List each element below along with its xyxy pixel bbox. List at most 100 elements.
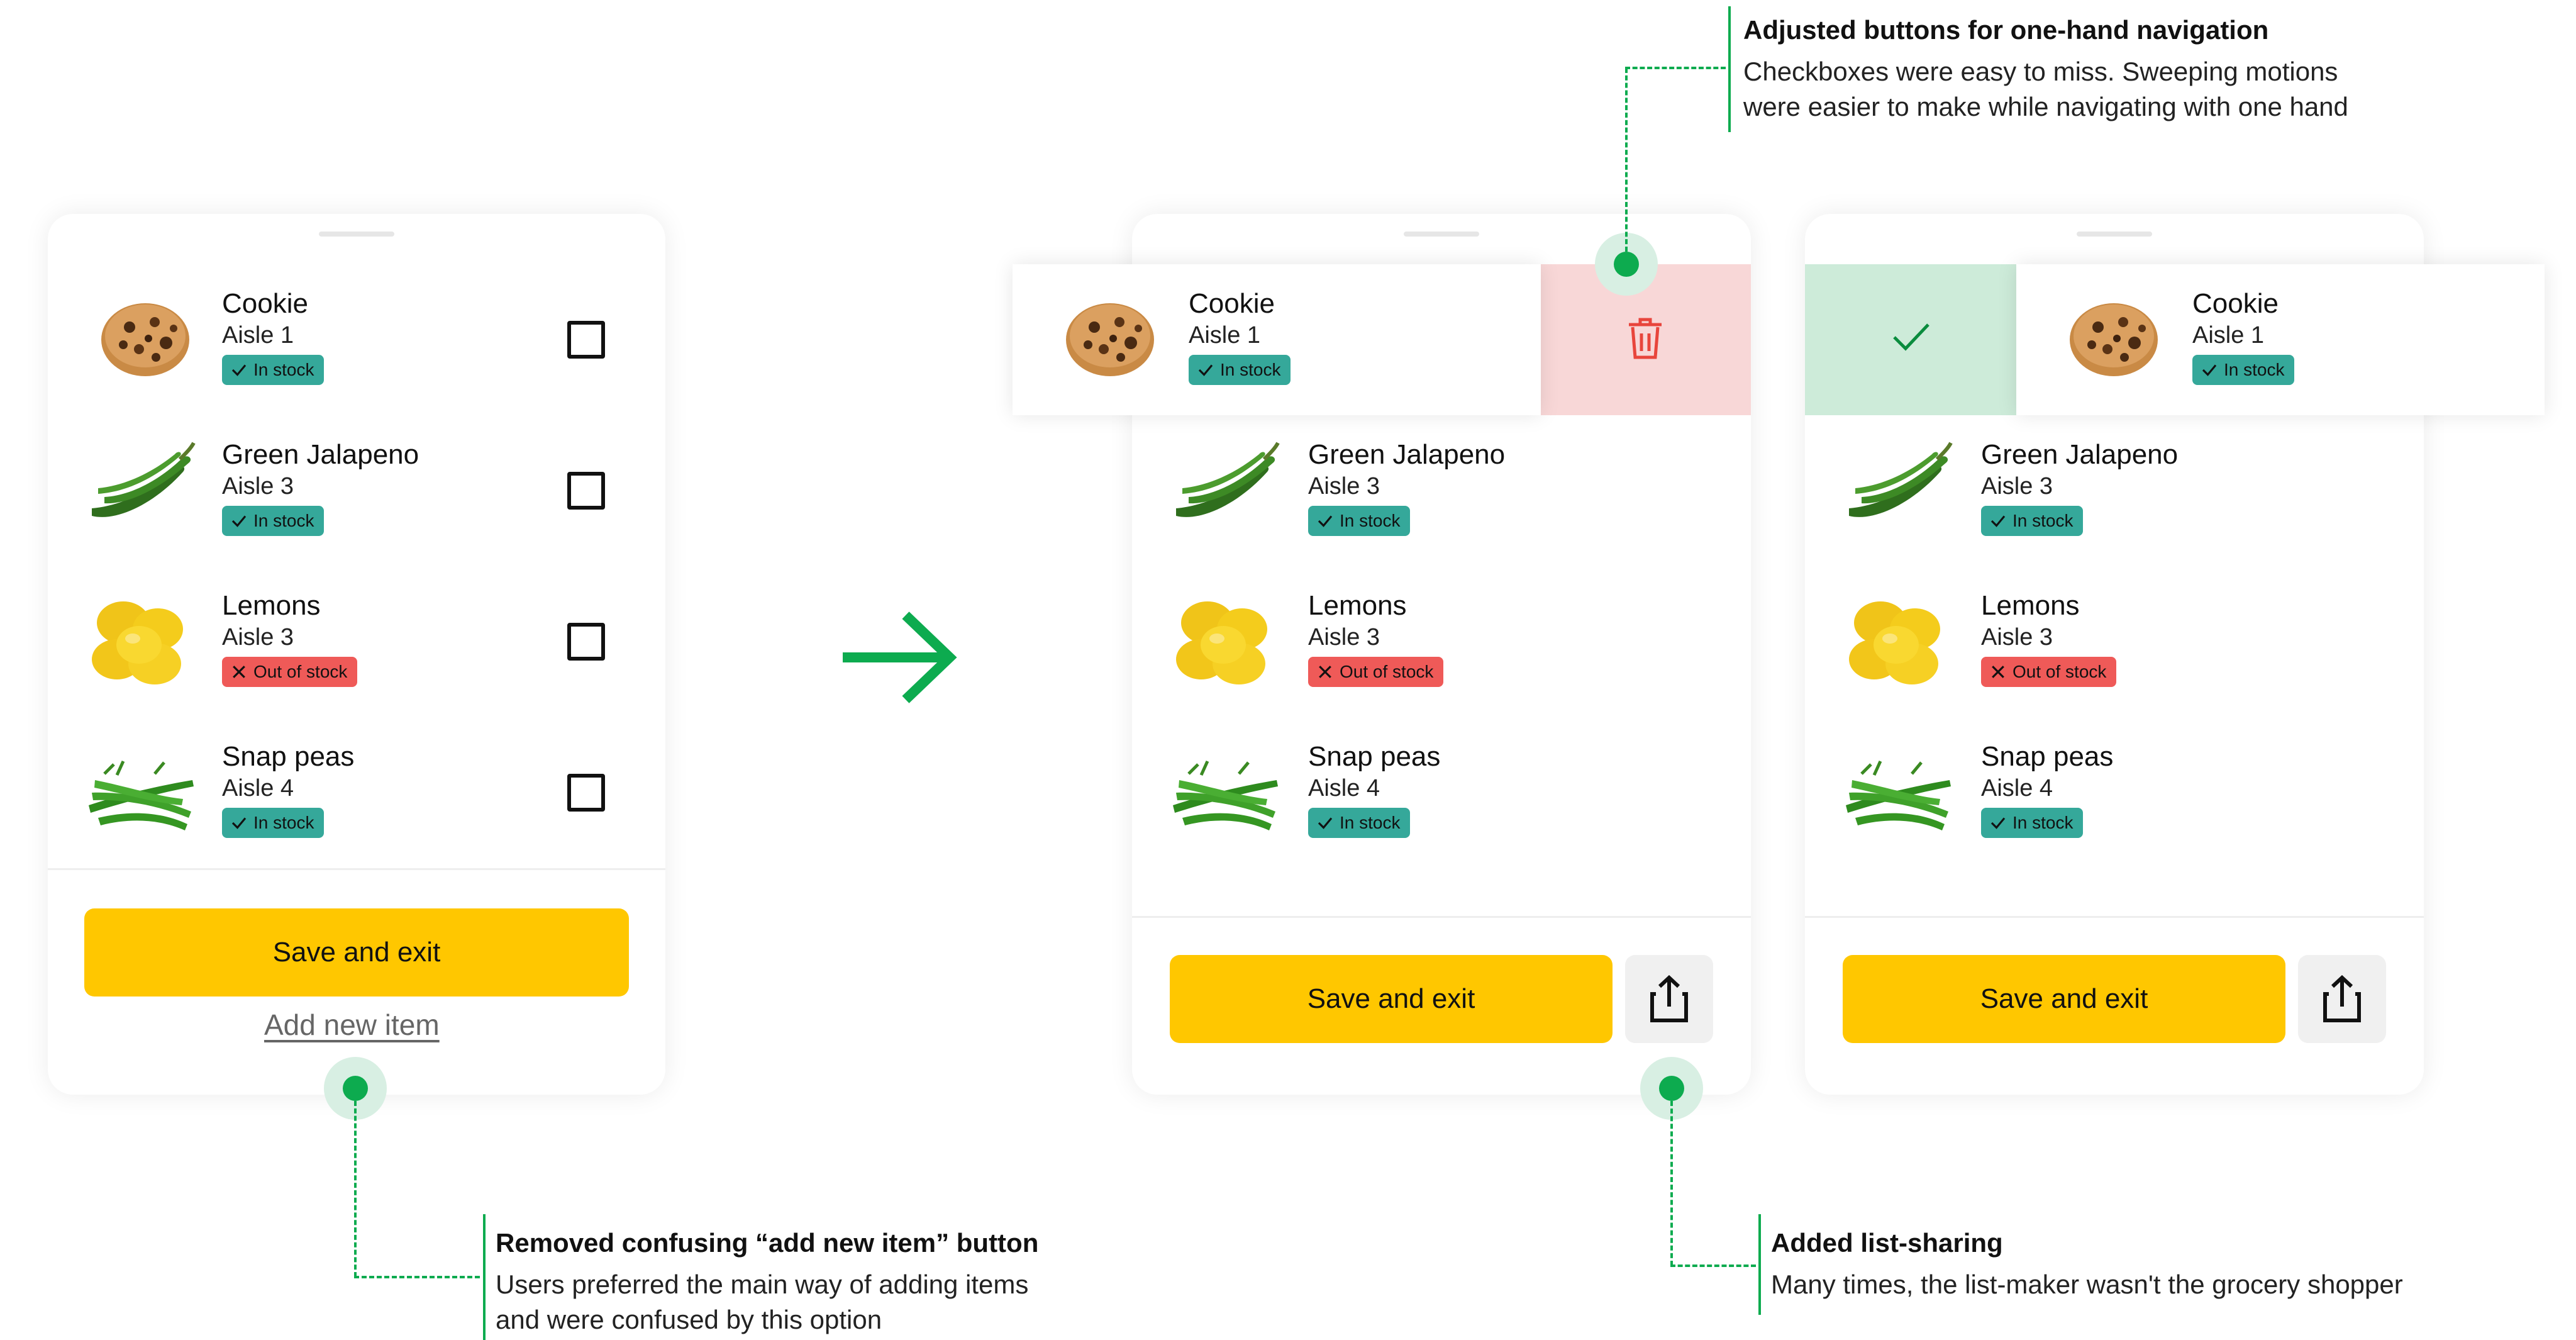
check-icon bbox=[1989, 813, 2007, 832]
status-text: In stock bbox=[253, 511, 314, 530]
status-badge: In stock bbox=[1308, 808, 1411, 838]
status-badge: Out of stock bbox=[222, 657, 358, 687]
item-aisle: Aisle 4 bbox=[1981, 775, 2053, 801]
list-item: Green Jalapeno Aisle 3 In stock bbox=[48, 415, 665, 566]
status-text: In stock bbox=[1340, 813, 1401, 832]
check-icon bbox=[230, 360, 248, 379]
complete-action[interactable] bbox=[1805, 264, 2016, 415]
list-item: Lemons Aisle 3 Out of stock bbox=[1805, 566, 2424, 717]
annotation-bar bbox=[483, 1214, 486, 1340]
item-name: Lemons bbox=[1308, 590, 1407, 621]
list-item: Snap peas Aisle 4 In stock bbox=[48, 717, 665, 868]
item-aisle: Aisle 3 bbox=[1308, 624, 1380, 650]
annotation-text: Checkboxes were easy to miss. Sweeping m… bbox=[1743, 57, 2338, 86]
status-text: In stock bbox=[2012, 511, 2074, 530]
x-icon bbox=[1989, 662, 2007, 681]
status-badge: In stock bbox=[222, 506, 325, 536]
drag-handle[interactable] bbox=[1404, 232, 1479, 237]
save-button[interactable]: Save and exit bbox=[84, 908, 629, 997]
item-aisle: Aisle 4 bbox=[1308, 775, 1380, 801]
item-aisle: Aisle 4 bbox=[222, 775, 294, 801]
status-badge: Out of stock bbox=[1308, 657, 1444, 687]
list-item: Snap peas Aisle 4 In stock bbox=[1805, 717, 2424, 868]
swiped-list-item[interactable]: Cookie Aisle 1 In stock bbox=[2016, 264, 2545, 415]
item-name: Lemons bbox=[222, 590, 321, 621]
list-item: Green Jalapeno Aisle 3 In stock bbox=[1805, 415, 2424, 566]
status-text: In stock bbox=[1340, 511, 1401, 530]
annotation-title: Added list-sharing bbox=[1771, 1228, 2003, 1258]
status-badge: In stock bbox=[2192, 355, 2295, 385]
status-text: In stock bbox=[253, 360, 314, 379]
item-aisle: Aisle 3 bbox=[1981, 473, 2053, 500]
status-badge: In stock bbox=[222, 355, 325, 385]
annotation-dot bbox=[1659, 1076, 1684, 1101]
check-icon bbox=[230, 511, 248, 530]
check-icon bbox=[1893, 323, 1929, 351]
status-text: In stock bbox=[2224, 360, 2285, 379]
list-item: Snap peas Aisle 4 In stock bbox=[1132, 717, 1751, 868]
checkbox-icon[interactable] bbox=[567, 321, 605, 359]
item-name: Cookie bbox=[1189, 288, 1275, 319]
status-text: Out of stock bbox=[253, 662, 348, 681]
status-badge: Out of stock bbox=[1981, 657, 2117, 687]
annotation-dot bbox=[343, 1076, 368, 1101]
status-text: In stock bbox=[1220, 360, 1281, 379]
cookie-icon bbox=[2054, 283, 2174, 390]
divider bbox=[1132, 916, 1751, 918]
check-icon bbox=[1316, 813, 1335, 832]
annotation-title: Removed confusing “add new item” button bbox=[496, 1228, 1039, 1258]
leader-line bbox=[354, 1101, 357, 1277]
lemons-icon bbox=[79, 585, 199, 692]
item-aisle: Aisle 3 bbox=[222, 624, 294, 650]
leader-line bbox=[354, 1276, 480, 1278]
item-aisle: Aisle 1 bbox=[222, 322, 294, 349]
status-text: In stock bbox=[2012, 813, 2074, 832]
status-text: In stock bbox=[253, 813, 314, 832]
check-icon bbox=[1989, 511, 2007, 530]
item-name: Snap peas bbox=[222, 741, 355, 772]
snap-peas-icon bbox=[1163, 736, 1283, 843]
add-new-item-link[interactable]: Add new item bbox=[264, 1008, 440, 1041]
drag-handle[interactable] bbox=[319, 232, 394, 237]
item-name: Snap peas bbox=[1308, 741, 1441, 772]
swiped-list-item[interactable]: Cookie Aisle 1 In stock bbox=[1013, 264, 1541, 415]
check-icon bbox=[1316, 511, 1335, 530]
check-icon bbox=[1196, 360, 1215, 379]
save-button[interactable]: Save and exit bbox=[1843, 955, 2285, 1043]
list-item: Cookie Aisle 1 In stock bbox=[48, 264, 665, 415]
cookie-icon bbox=[86, 283, 205, 390]
checkbox-icon[interactable] bbox=[567, 472, 605, 510]
delete-action[interactable] bbox=[1541, 264, 1751, 415]
item-aisle: Aisle 1 bbox=[2192, 322, 2265, 349]
checkbox-icon[interactable] bbox=[567, 774, 605, 812]
item-name: Green Jalapeno bbox=[222, 439, 419, 470]
leader-line bbox=[1670, 1101, 1673, 1266]
checkbox-icon[interactable] bbox=[567, 623, 605, 661]
item-name: Snap peas bbox=[1981, 741, 2114, 772]
item-aisle: Aisle 3 bbox=[1308, 473, 1380, 500]
list-item: Lemons Aisle 3 Out of stock bbox=[1132, 566, 1751, 717]
divider bbox=[1805, 916, 2424, 918]
item-aisle: Aisle 3 bbox=[222, 473, 294, 500]
status-badge: In stock bbox=[222, 808, 325, 838]
item-aisle: Aisle 1 bbox=[1189, 322, 1261, 349]
item-name: Green Jalapeno bbox=[1308, 439, 1506, 470]
x-icon bbox=[230, 662, 248, 681]
share-button[interactable] bbox=[1625, 955, 1713, 1043]
share-icon bbox=[1650, 974, 1688, 1022]
annotation-text: were easier to make while navigating wit… bbox=[1743, 92, 2348, 121]
cookie-icon bbox=[1050, 283, 1170, 390]
share-button[interactable] bbox=[2298, 955, 2386, 1043]
item-name: Lemons bbox=[1981, 590, 2080, 621]
snap-peas-icon bbox=[79, 736, 199, 843]
annotation-dot bbox=[1614, 252, 1639, 277]
drag-handle[interactable] bbox=[2077, 232, 2152, 237]
trash-icon bbox=[1629, 318, 1662, 359]
status-text: Out of stock bbox=[1340, 662, 1434, 681]
item-name: Cookie bbox=[222, 288, 308, 319]
save-button[interactable]: Save and exit bbox=[1170, 955, 1613, 1043]
check-icon bbox=[2200, 360, 2219, 379]
lemons-icon bbox=[1836, 585, 1956, 692]
annotation-title: Adjusted buttons for one-hand navigation bbox=[1743, 15, 2269, 45]
annotation-text: and were confused by this option bbox=[496, 1305, 882, 1334]
